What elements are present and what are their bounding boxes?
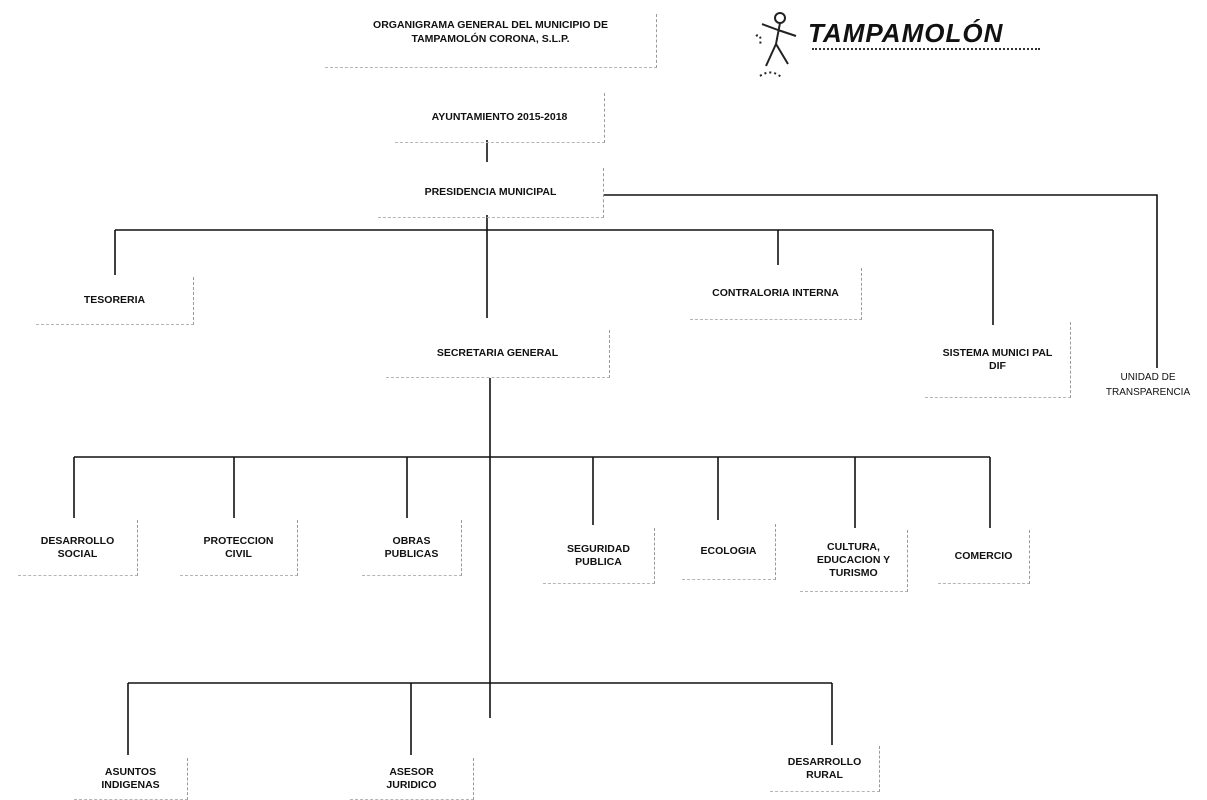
node-presidencia-municipal: PRESIDENCIA MUNICIPAL [378,168,604,218]
node-obras-publicas: OBRAS PUBLICAS [362,520,462,576]
node-desarrollo-social: DESARROLLO SOCIAL [18,520,138,576]
dancer-icon [755,12,797,79]
title-line-2: TAMPAMOLÓN CORONA, S.L.P. [411,33,570,45]
node-ayuntamiento: AYUNTAMIENTO 2015-2018 [395,93,605,143]
node-unidad-transparencia: UNIDAD DE TRANSPARENCIA [1105,372,1191,398]
connector-transparencia [604,194,1158,368]
page-title: ORGANIGRAMA GENERAL DEL MUNICIPIO DE TAM… [325,14,657,68]
node-tesoreria: TESORERIA [36,277,194,325]
node-desarrollo-rural: DESARROLLO RURAL [770,746,880,792]
title-line-1: ORGANIGRAMA GENERAL DEL MUNICIPIO DE [373,19,608,31]
node-asesor-juridico: ASESOR JURIDICO [350,758,474,800]
node-seguridad-publica: SEGURIDAD PUBLICA [543,528,655,584]
node-sistema-municipal-dif: SISTEMA MUNICI PAL DIF [925,322,1071,398]
municipality-logo: TAMPAMOLÓN [752,6,1052,88]
node-ecologia: ECOLOGIA [682,524,776,580]
logo-text: TAMPAMOLÓN [808,18,1004,48]
logo-subtitle-stripe [812,48,1040,55]
node-comercio: COMERCIO [938,530,1030,584]
node-secretaria-general: SECRETARIA GENERAL [386,330,610,378]
node-cultura-educacion-turismo: CULTURA, EDUCACION Y TURISMO [800,530,908,592]
node-asuntos-indigenas: ASUNTOS INDIGENAS [74,758,188,800]
node-contraloria-interna: CONTRALORIA INTERNA [690,268,862,320]
node-proteccion-civil: PROTECCION CIVIL [180,520,298,576]
